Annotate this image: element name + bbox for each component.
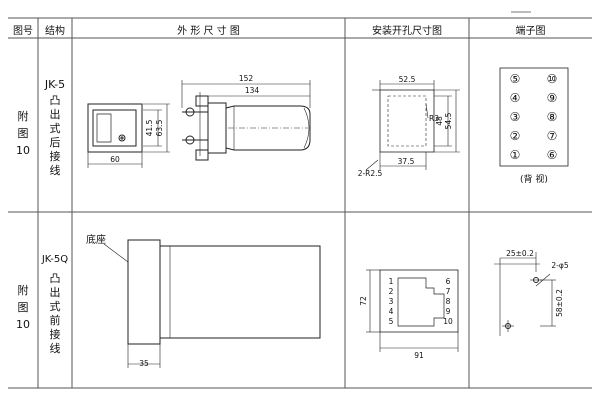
terminal-9: ⑨ bbox=[547, 91, 558, 105]
terminal-caption: (背 视) bbox=[520, 173, 548, 185]
dim-2-r2-5: 2-R2.5 bbox=[358, 169, 383, 178]
header-terminal: 端子图 bbox=[515, 26, 546, 37]
label-base: 底座 bbox=[86, 233, 106, 246]
pin-7: 7 bbox=[446, 287, 451, 296]
terminal-8: ⑧ bbox=[547, 110, 558, 124]
dim-48: 48 bbox=[435, 116, 444, 126]
dim-134: 134 bbox=[245, 86, 260, 95]
header-cutout: 安装开孔尺寸图 bbox=[372, 26, 442, 37]
pin-6: 6 bbox=[446, 277, 451, 286]
pin-3: 3 bbox=[389, 297, 394, 306]
pin-1: 1 bbox=[389, 277, 394, 286]
row1-structure: 凸出式后接线 bbox=[49, 94, 61, 177]
dim-35: 35 bbox=[139, 359, 149, 368]
dim-r3: R3 bbox=[429, 114, 439, 123]
dim-72: 72 bbox=[359, 296, 368, 306]
terminal-4: ④ bbox=[510, 91, 521, 105]
terminal-5: ⑤ bbox=[510, 72, 521, 86]
pin-4: 4 bbox=[389, 307, 394, 316]
dim-2-phi5: 2-φ5 bbox=[551, 261, 568, 270]
terminal-1: ① bbox=[510, 148, 521, 162]
dim-152: 152 bbox=[239, 74, 254, 83]
row2-structure: 凸出式前接线 bbox=[49, 272, 61, 355]
pin-10: 10 bbox=[443, 317, 453, 326]
dim-41-5: 41.5 bbox=[145, 119, 154, 136]
dim-54-5: 54.5 bbox=[444, 112, 453, 129]
terminal-10: ⑩ bbox=[547, 72, 558, 86]
header-outline: 外 形 尺 寸 图 bbox=[177, 26, 240, 37]
terminal-2: ② bbox=[510, 129, 521, 143]
dim-91: 91 bbox=[414, 351, 424, 360]
header-figno: 图号 bbox=[13, 26, 33, 37]
dim-60: 60 bbox=[110, 155, 120, 164]
dim-58: 58±0.2 bbox=[555, 289, 564, 317]
row1-model: JK-5 bbox=[44, 78, 66, 91]
pin-5: 5 bbox=[389, 317, 394, 326]
header-structure: 结构 bbox=[45, 26, 65, 37]
dim-52-5: 52.5 bbox=[399, 75, 416, 84]
terminal-3: ③ bbox=[510, 110, 521, 124]
pin-9: 9 bbox=[446, 307, 451, 316]
dim-63-5: 63.5 bbox=[155, 119, 164, 136]
row2-model: JK-5Q bbox=[41, 254, 69, 265]
dim-37-5: 37.5 bbox=[398, 157, 415, 166]
pin-8: 8 bbox=[446, 297, 451, 306]
pin-2: 2 bbox=[389, 287, 394, 296]
terminal-7: ⑦ bbox=[547, 129, 558, 143]
dim-25: 25±0.2 bbox=[506, 249, 534, 258]
terminal-6: ⑥ bbox=[547, 148, 558, 162]
